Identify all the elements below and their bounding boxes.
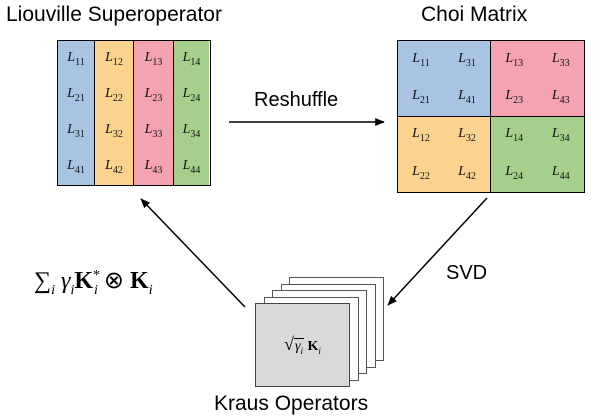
matrix-element: L21 xyxy=(67,86,85,104)
reshuffle-label: Reshuffle xyxy=(254,89,339,111)
kraus-operator-label: √γi Ki xyxy=(284,334,321,356)
k-symbol: K xyxy=(74,268,94,294)
gamma-symbol: γ xyxy=(61,268,71,294)
choi-title: Choi Matrix xyxy=(421,3,528,26)
matrix-element: L32 xyxy=(458,126,476,145)
svd-label: SVD xyxy=(446,262,488,284)
matrix-element: L41 xyxy=(458,87,476,106)
matrix-element: L43 xyxy=(144,158,163,176)
matrix-element: L21 xyxy=(412,87,430,106)
matrix-element: L44 xyxy=(182,158,201,176)
matrix-element: L32 xyxy=(105,122,123,140)
matrix-element: L33 xyxy=(551,50,570,69)
matrix-element: L43 xyxy=(551,87,570,106)
matrix-element: L31 xyxy=(67,122,85,140)
liouville-title: Liouville Superoperator xyxy=(6,3,222,26)
matrix-element: L31 xyxy=(458,50,476,69)
matrix-element: L33 xyxy=(144,122,163,140)
matrix-element: L34 xyxy=(551,126,570,145)
matrix-element: L41 xyxy=(67,158,85,176)
sigma-symbol: ∑ xyxy=(34,268,52,294)
matrix-element: L22 xyxy=(105,86,123,104)
matrix-element: L12 xyxy=(412,126,430,145)
matrix-element: L24 xyxy=(505,164,524,183)
return-arrow xyxy=(140,198,246,308)
matrix-element: L11 xyxy=(67,50,85,68)
matrix-element: L14 xyxy=(182,50,201,68)
matrix-element: L12 xyxy=(105,50,123,68)
sum-formula: ∑i γiK*i ⊗ Ki xyxy=(34,268,153,298)
matrix-element: L11 xyxy=(412,50,430,69)
kraus-title: Kraus Operators xyxy=(214,392,369,415)
matrix-element: L42 xyxy=(105,158,123,176)
matrix-element: L13 xyxy=(144,50,163,68)
matrix-element: L23 xyxy=(144,86,163,104)
matrix-element: L22 xyxy=(412,164,430,183)
otimes-symbol: ⊗ xyxy=(103,268,125,294)
matrix-element: L24 xyxy=(182,86,201,104)
kraus-sheet-front: √γi Ki xyxy=(255,303,350,387)
matrix-element: L34 xyxy=(182,122,201,140)
matrix-element: L42 xyxy=(458,164,476,183)
svd-arrow xyxy=(387,197,488,306)
matrix-element: L23 xyxy=(505,87,524,106)
matrix-element: L13 xyxy=(505,50,524,69)
matrix-element: L14 xyxy=(505,126,524,145)
matrix-element: L44 xyxy=(551,164,570,183)
